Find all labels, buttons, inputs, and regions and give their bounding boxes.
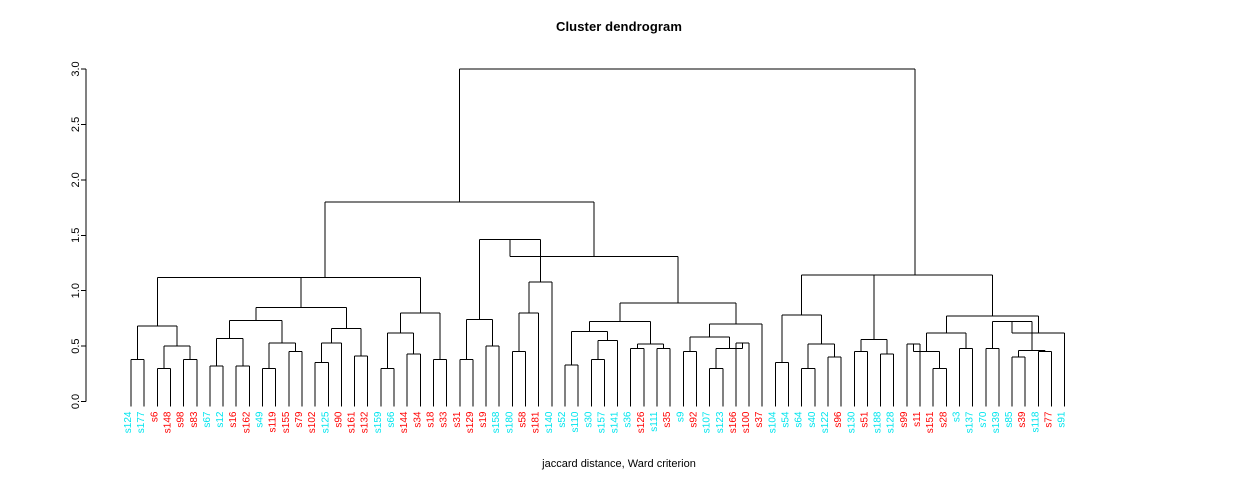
- leaf-label: s122: [820, 411, 831, 433]
- leaf-label: s123: [715, 411, 726, 433]
- y-tick-label: 2.5: [70, 117, 82, 132]
- leaf-label: s3: [951, 411, 962, 422]
- leaf-ticks: [130, 401, 1066, 407]
- leaf-label: s31: [452, 411, 463, 428]
- x-axis-label: jaccard distance, Ward criterion: [542, 458, 696, 470]
- leaf-label: s129: [465, 411, 476, 433]
- leaf-label: s159: [373, 411, 384, 433]
- leaf-label: s111: [649, 411, 660, 432]
- leaf-label: s162: [241, 411, 252, 433]
- leaf-label: s67: [202, 411, 213, 428]
- leaf-label: s37: [754, 411, 765, 428]
- leaf-label: s137: [965, 411, 976, 433]
- leaf-label: s181: [531, 411, 542, 433]
- leaf-label: s155: [281, 411, 292, 433]
- leaf-label: s139: [991, 411, 1002, 433]
- dendrogram-tree: [130, 68, 1066, 402]
- leaf-label: s70: [978, 411, 989, 428]
- leaf-label: s19: [478, 411, 489, 428]
- leaf-label: s130: [846, 411, 857, 433]
- leaf-label: s110: [570, 411, 581, 432]
- leaf-label: s51: [859, 411, 870, 428]
- leaf-label: s77: [1044, 411, 1055, 428]
- leaf-label: s40: [807, 411, 818, 428]
- leaf-label: s158: [491, 411, 502, 433]
- leaf-label: s92: [688, 411, 699, 428]
- leaf-label: s166: [728, 411, 739, 433]
- leaf-label: s140: [544, 411, 555, 433]
- leaf-label: s18: [425, 411, 436, 428]
- leaf-label: s16: [228, 411, 239, 428]
- leaf-label: s49: [255, 411, 266, 428]
- leaf-label: s107: [702, 411, 713, 433]
- leaf-label: s157: [596, 411, 607, 433]
- page-title: Cluster dendrogram: [555, 19, 683, 34]
- leaf-label: s102: [307, 411, 318, 433]
- leaf-label: s96: [833, 411, 844, 428]
- leaf-label: s177: [136, 411, 147, 433]
- leaf-label: s161: [347, 411, 358, 433]
- leaf-label: s144: [399, 411, 410, 433]
- leaf-label: s141: [610, 411, 621, 433]
- leaf-label: s30: [583, 411, 594, 428]
- leaf-label: s28: [938, 411, 949, 428]
- leaf-label: s54: [781, 411, 792, 428]
- leaf-label: s151: [925, 411, 936, 433]
- y-tick-label: 1.0: [70, 283, 82, 298]
- y-tick-label: 0.0: [70, 394, 82, 409]
- y-tick-label: 2.0: [70, 172, 82, 187]
- leaf-label: s83: [189, 411, 200, 428]
- leaf-label: s180: [504, 411, 515, 433]
- leaf-label: s132: [360, 411, 371, 433]
- leaf-label: s6: [149, 411, 160, 422]
- leaf-label: s11: [912, 411, 923, 427]
- leaf-label: s119: [268, 411, 279, 432]
- leaf-label: s34: [412, 411, 423, 428]
- leaf-label: s12: [215, 411, 226, 428]
- leaf-label: s118: [1030, 411, 1041, 432]
- leaf-label: s148: [162, 411, 173, 433]
- leaf-label: s91: [1057, 411, 1068, 428]
- leaf-label: s52: [557, 411, 568, 428]
- y-tick-label: 0.5: [70, 338, 82, 353]
- leaf-label: s188: [873, 411, 884, 433]
- y-axis: 0.0 0.5 1.0 1.5 2.0 2.5 3.0: [70, 61, 87, 409]
- leaf-label: s39: [1017, 411, 1028, 428]
- leaf-label: s79: [294, 411, 305, 428]
- leaf-label: s58: [518, 411, 529, 428]
- leaf-label: s125: [320, 411, 331, 433]
- leaf-label: s35: [662, 411, 673, 428]
- leaf-label: s90: [333, 411, 344, 428]
- leaf-label: s85: [1004, 411, 1015, 428]
- leaf-label: s33: [439, 411, 450, 428]
- y-tick-label: 3.0: [70, 61, 82, 76]
- leaf-label: s98: [176, 411, 187, 428]
- leaf-label: s124: [123, 411, 134, 433]
- leaf-label: s128: [886, 411, 897, 433]
- y-tick-label: 1.5: [70, 228, 82, 243]
- leaf-label: s36: [623, 411, 634, 428]
- leaf-label: s100: [741, 411, 752, 433]
- leaf-label: s99: [899, 411, 910, 428]
- leaf-label: s66: [386, 411, 397, 428]
- leaf-label: s9: [675, 411, 686, 422]
- leaf-label: s64: [794, 411, 805, 428]
- leaf-label: s104: [767, 411, 778, 433]
- leaf-label: s126: [636, 411, 647, 433]
